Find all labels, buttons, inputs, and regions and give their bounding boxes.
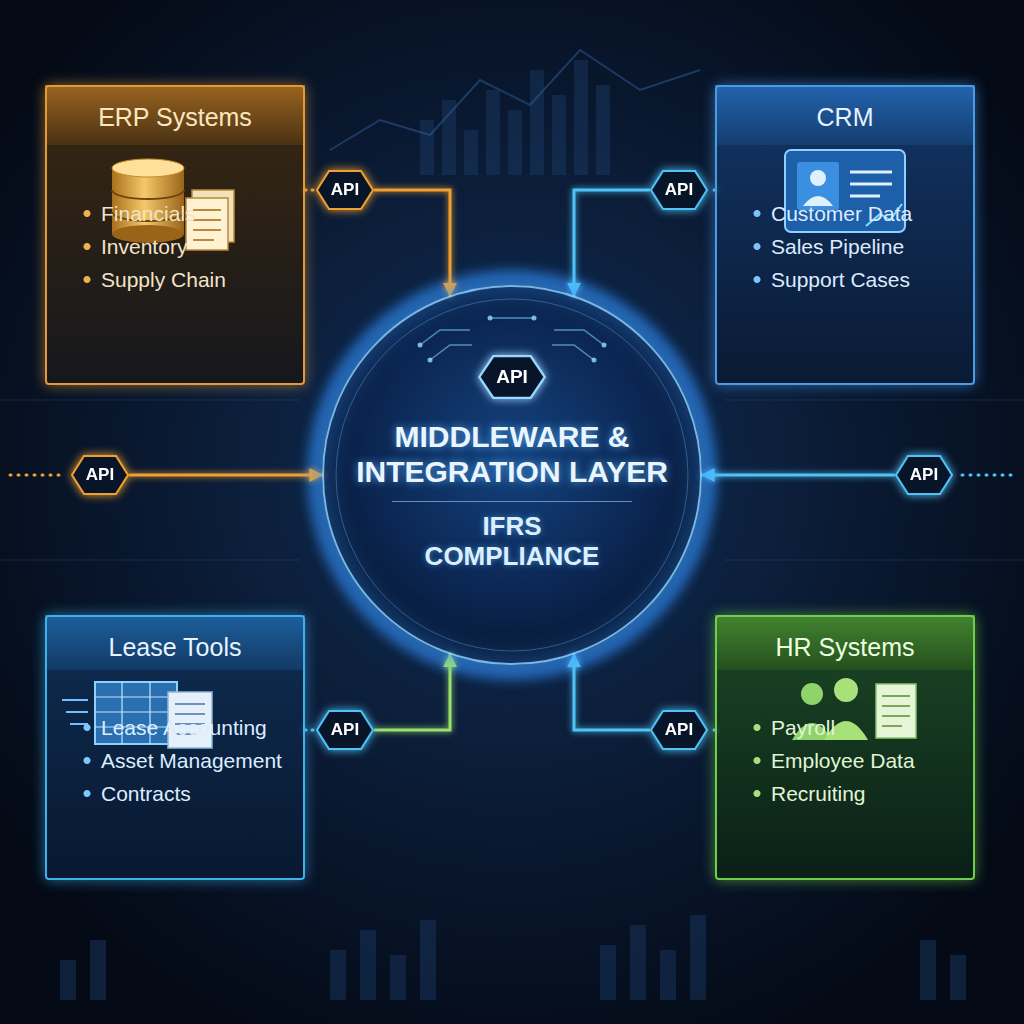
trend-line	[330, 50, 700, 150]
box-heading: ERP Systems	[47, 87, 303, 147]
system-box: Lease ToolsLease AccountingAsset Managem…	[45, 615, 305, 880]
api-hexagon: API	[477, 354, 547, 400]
hexagon-shape	[479, 356, 544, 398]
system-box: CRM Customer DataSales PipelineSupport Ca…	[715, 85, 975, 385]
api-label: API	[910, 465, 938, 485]
hub-glow	[314, 277, 710, 673]
api-label: API	[496, 366, 528, 388]
circuit-traces	[420, 318, 604, 360]
api-label: API	[331, 720, 359, 740]
connector-arrow	[574, 190, 649, 295]
hr-panel	[715, 615, 975, 880]
bullet-item: Recruiting	[717, 777, 973, 810]
connector-arrow	[375, 190, 450, 295]
box-heading: Lease Tools	[47, 617, 303, 677]
api-hexagon: API	[315, 169, 375, 211]
dotted-feed	[962, 474, 1014, 477]
api-hexagon: API	[70, 454, 130, 496]
api-hexagon: API	[649, 709, 709, 751]
api-label: API	[665, 180, 693, 200]
hub-title: MIDDLEWARE & INTEGRATION LAYER	[342, 420, 682, 489]
erp-panel	[45, 85, 305, 385]
bullet-item: Asset Management	[47, 744, 303, 777]
crm-panel	[715, 85, 975, 385]
dotted-link	[305, 189, 315, 192]
box-heading: CRM	[717, 87, 973, 147]
bullet-item: Sales Pipeline	[717, 230, 973, 263]
connector-arrow	[130, 474, 322, 477]
system-box: HR SystemsPayrollEmployee DataRecruiting	[715, 615, 975, 880]
api-label: API	[331, 180, 359, 200]
hexagon-shape	[317, 711, 373, 749]
api-label: API	[86, 465, 114, 485]
hexagon-shape	[651, 711, 707, 749]
dotted-link	[305, 729, 315, 732]
dotted-feed	[10, 474, 62, 477]
bullet-item: Employee Data	[717, 744, 973, 777]
bullet-item: Lease Accounting	[47, 711, 303, 744]
bullet-item: Payroll	[717, 711, 973, 744]
api-label: API	[665, 720, 693, 740]
bullet-item: Financials	[47, 197, 303, 230]
api-hexagon: API	[649, 169, 709, 211]
connector-arrow	[702, 474, 894, 477]
bullet-item: Customer Data	[717, 197, 973, 230]
connector-arrow	[375, 655, 450, 730]
connector-arrow	[574, 655, 649, 730]
api-hexagon: API	[315, 709, 375, 751]
api-hexagon: API	[894, 454, 954, 496]
bullet-item: Support Cases	[717, 263, 973, 296]
hexagon-shape	[317, 171, 373, 209]
bullet-item: Supply Chain	[47, 263, 303, 296]
box-heading: HR Systems	[717, 617, 973, 677]
hub-subtitle: IFRS COMPLIANCE	[392, 501, 632, 572]
hexagon-shape	[896, 456, 952, 494]
system-box: ERP SystemsFinancialsInventorySupply Cha…	[45, 85, 305, 385]
lease-panel	[45, 615, 305, 880]
bullet-item: Contracts	[47, 777, 303, 810]
integration-hub: API MIDDLEWARE & INTEGRATION LAYER IFRS CO…	[322, 285, 702, 665]
hexagon-shape	[72, 456, 128, 494]
hexagon-shape	[651, 171, 707, 209]
bullet-item: Inventory	[47, 230, 303, 263]
